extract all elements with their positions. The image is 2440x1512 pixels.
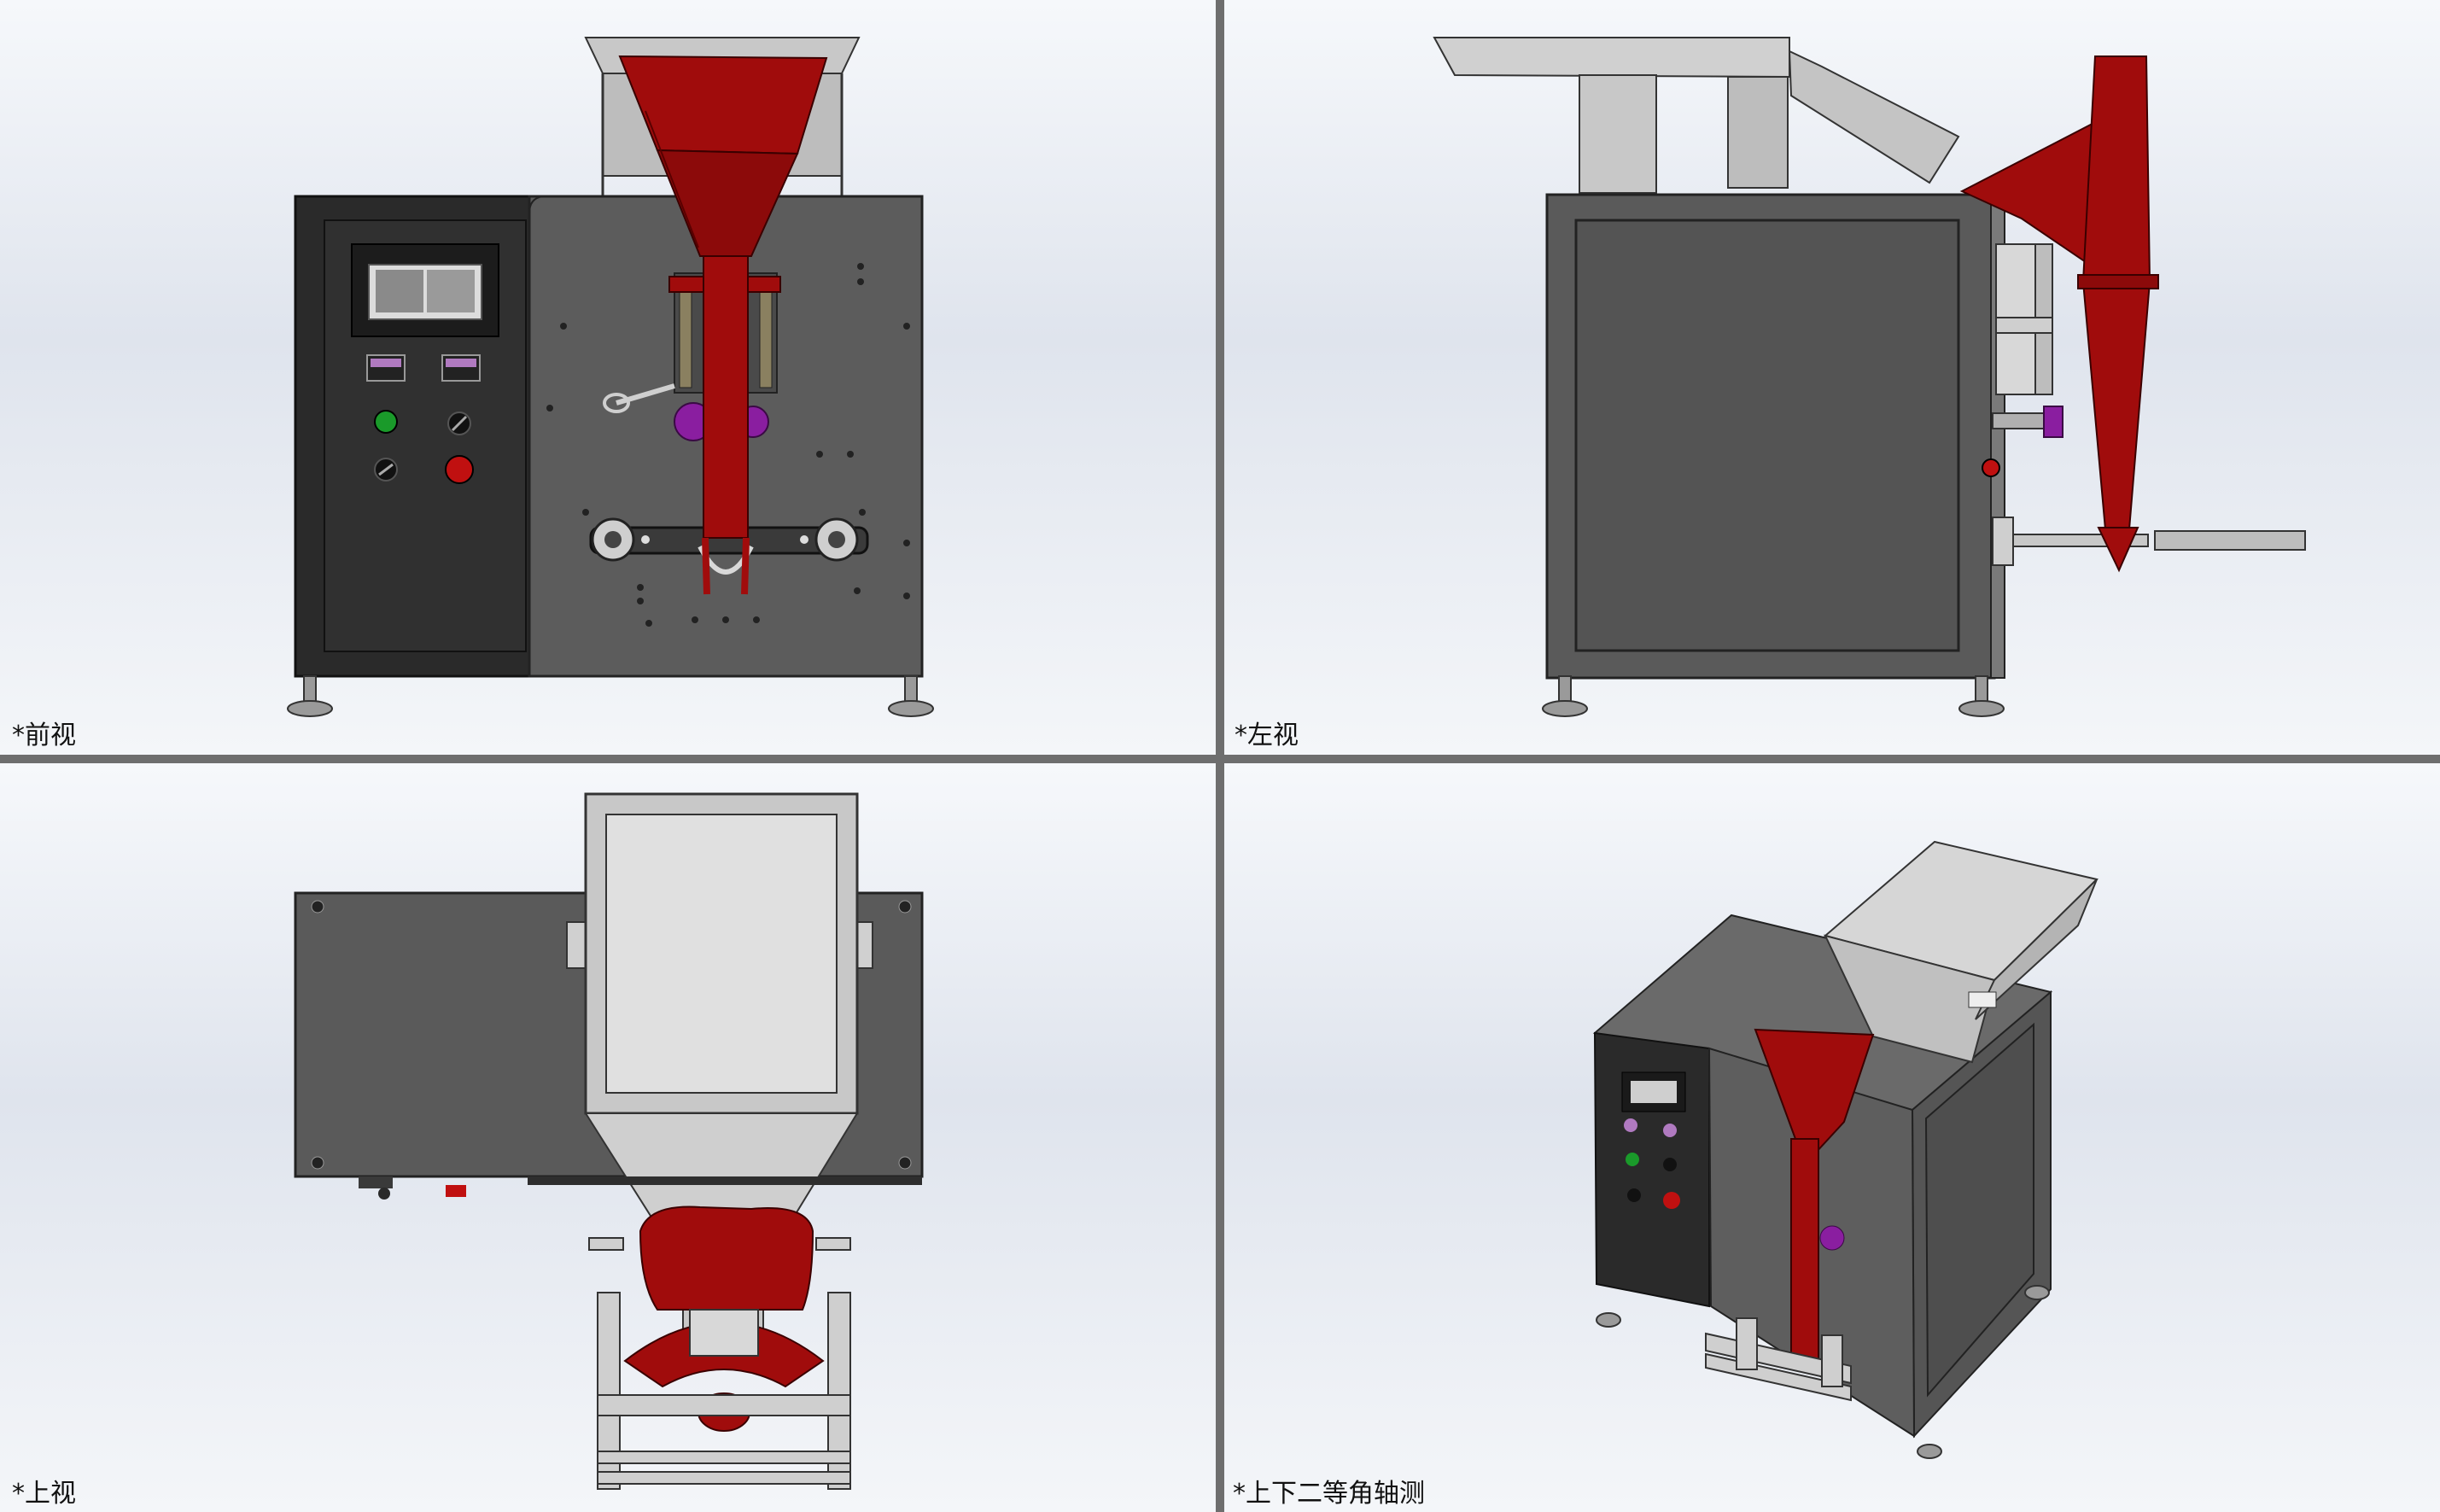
- jaw-mechanism: [588, 1237, 851, 1490]
- front-view-drawing: [287, 37, 934, 717]
- viewport-front[interactable]: *前视: [0, 0, 1216, 755]
- viewport-label-iso: *上下二等角轴测: [1233, 1479, 1425, 1509]
- inclined-hopper-chute: [1788, 50, 1960, 184]
- front-control-stubs: [359, 1176, 922, 1200]
- red-tube-side: [2081, 55, 2151, 530]
- machine-feet: [287, 675, 934, 717]
- panel-screws: [546, 263, 910, 627]
- green-indicator-light: [374, 410, 398, 434]
- purple-knob-side: [2043, 406, 2063, 438]
- viewport-label-top: *上视: [12, 1479, 76, 1509]
- red-tube-tip: [702, 537, 750, 595]
- top-view-drawing: [294, 792, 924, 1490]
- inclined-hopper-top: [1433, 37, 1790, 79]
- viewport-left[interactable]: *左视: [1224, 0, 2440, 755]
- viewport-divider-vertical[interactable]: [1216, 0, 1224, 1512]
- viewport-top[interactable]: *上视: [0, 763, 1216, 1512]
- viewport-label-left: *左视: [1235, 721, 1299, 750]
- iso-jaw-mechanism: [1705, 1317, 1852, 1402]
- viewport-iso[interactable]: *上下二等角轴测: [1224, 763, 2440, 1512]
- left-view-drawing: [1433, 37, 2306, 717]
- corner-screws: [311, 900, 912, 1170]
- iso-feet: [1596, 1285, 2050, 1459]
- iso-red-funnel: [1754, 1028, 1875, 1166]
- red-tube-tip-side: [2097, 527, 2139, 573]
- machine-feet-side: [1542, 675, 2005, 717]
- viewport-label-front: *前视: [12, 721, 76, 750]
- iso-view-drawing: [1592, 840, 2099, 1459]
- iso-red-tube: [1790, 1138, 1819, 1362]
- red-forming-tube: [703, 255, 749, 539]
- red-funnel-top-view: [639, 1206, 814, 1311]
- red-stop-button: [445, 455, 474, 484]
- hopper-support-post: [1579, 74, 1657, 194]
